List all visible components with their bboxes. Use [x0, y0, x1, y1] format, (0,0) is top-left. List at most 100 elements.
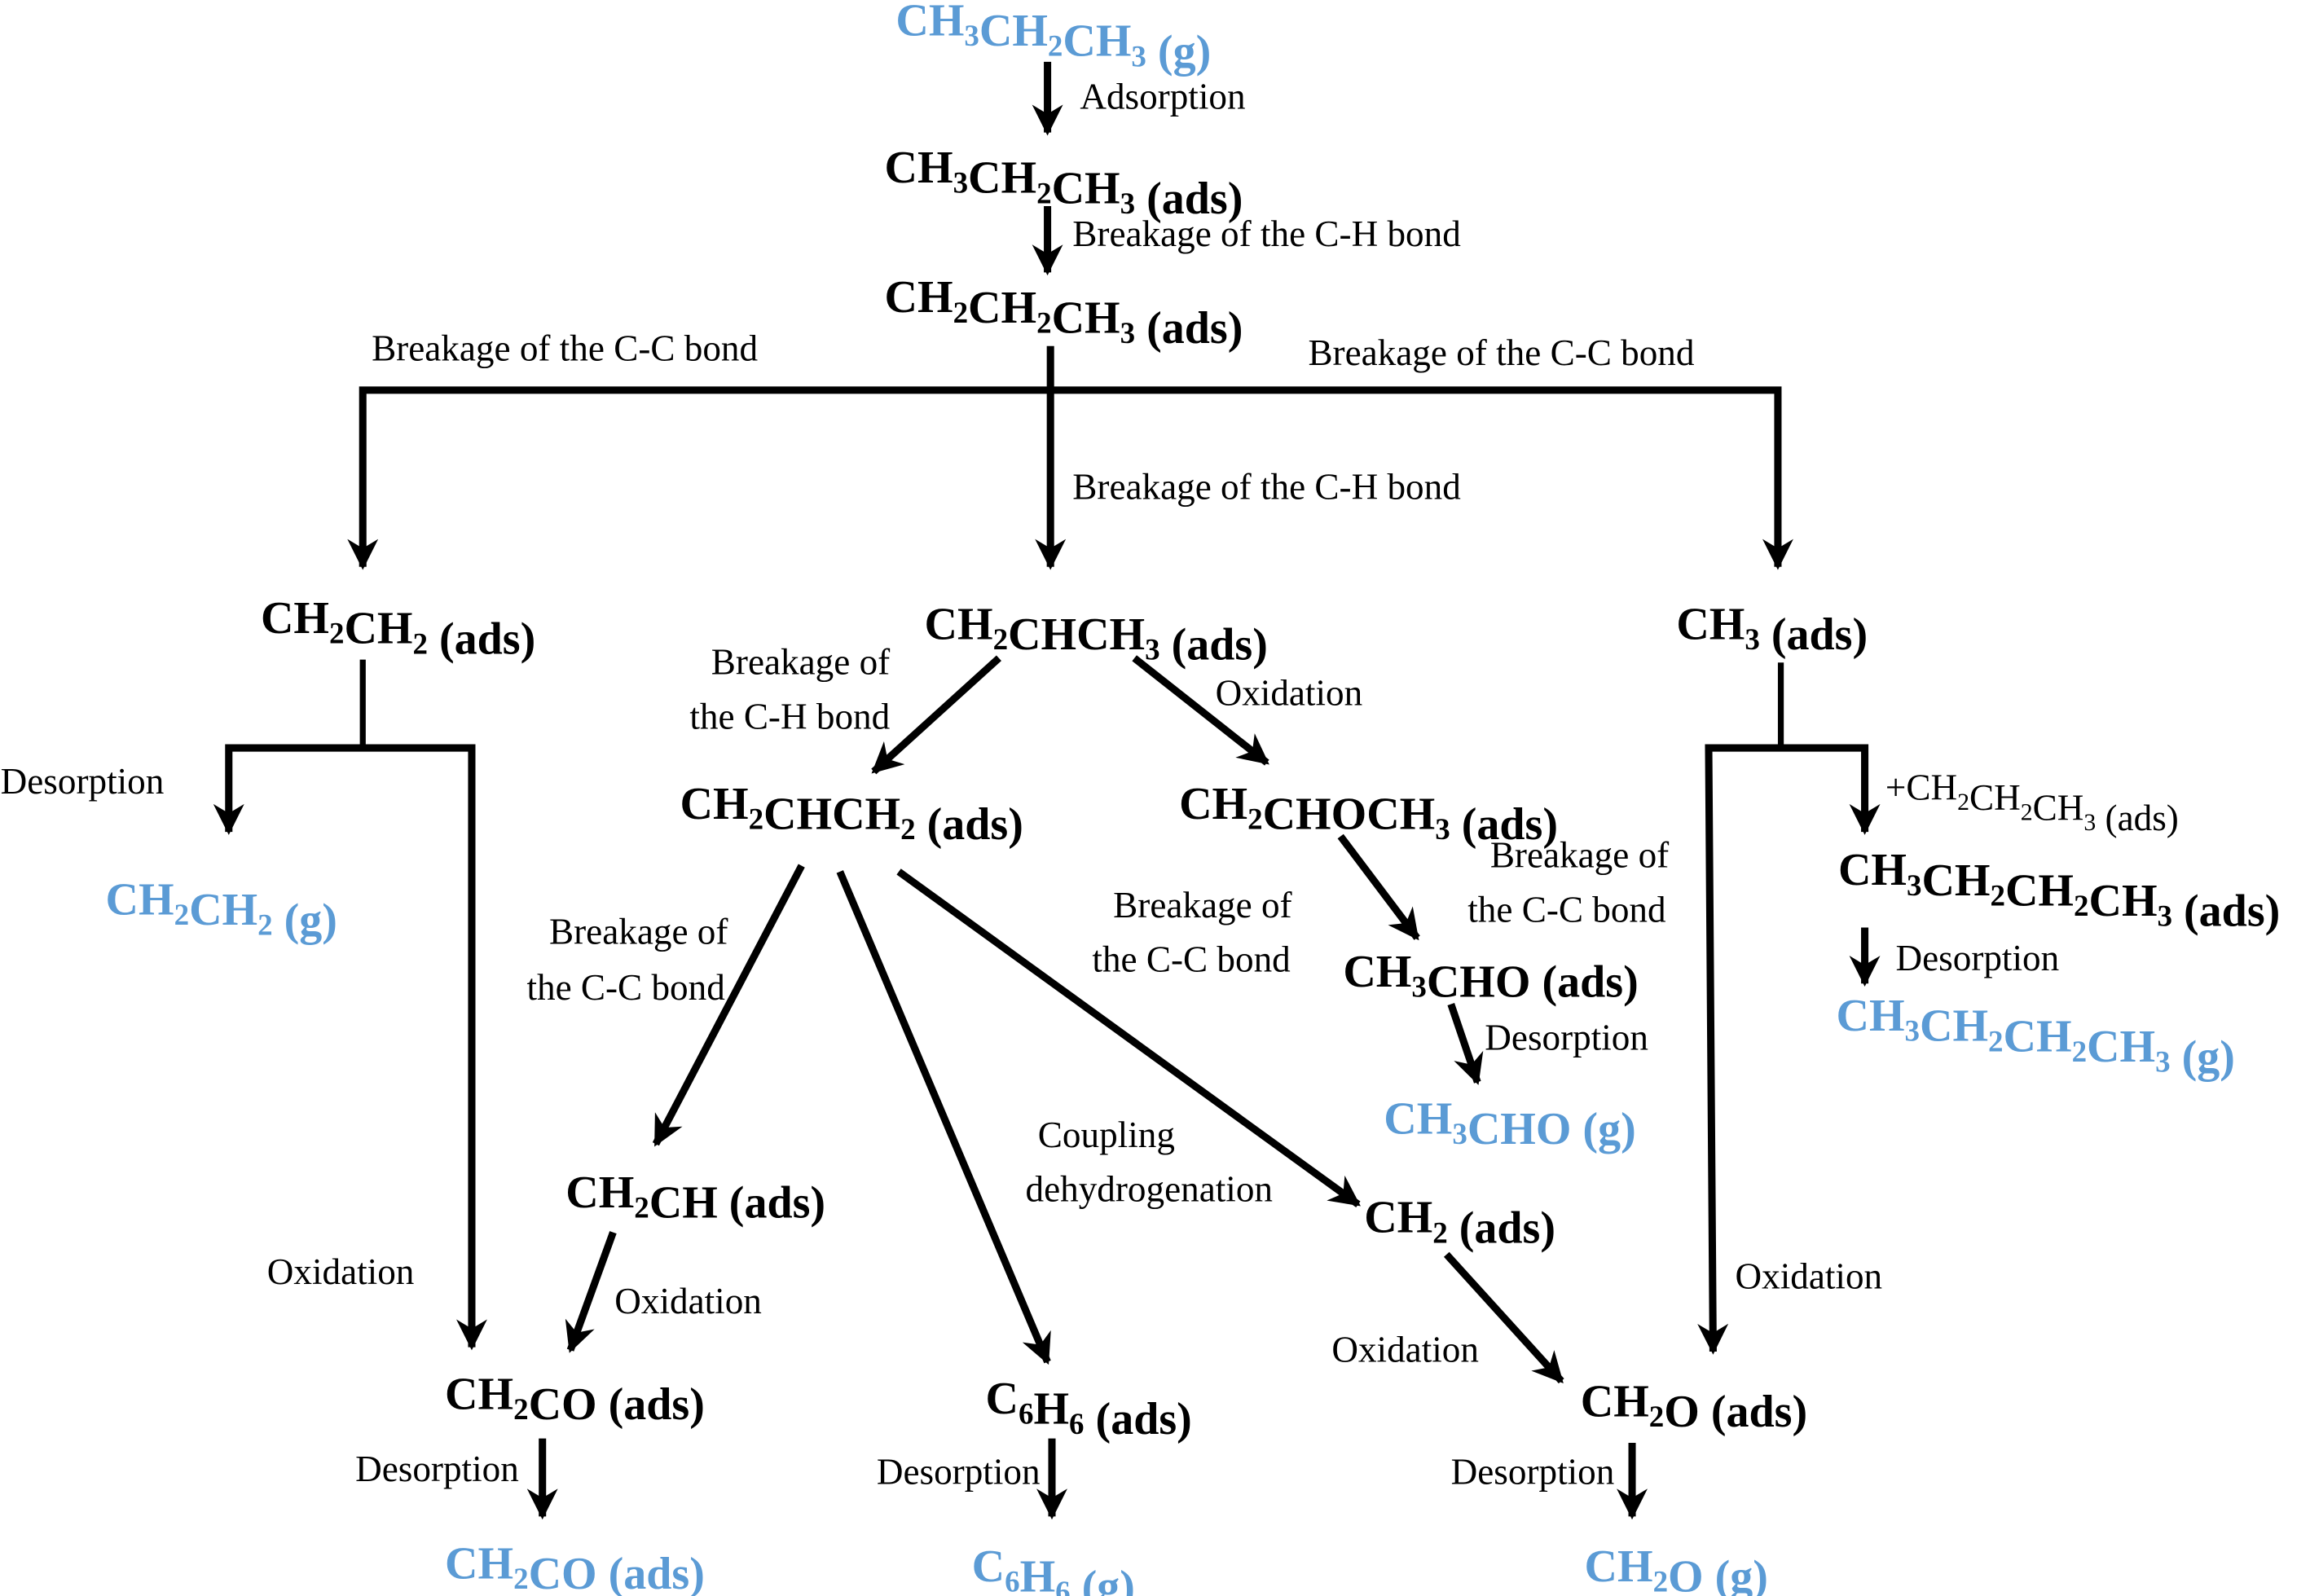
- formula-subscript: 2: [749, 802, 763, 835]
- species-vinyl-ads: CH2CH (ads): [565, 1167, 825, 1229]
- label-oxidation-propylene: Oxidation: [1216, 673, 1363, 714]
- species-layer: CH3CH2CH3 (g) CH3CH2CH3 (ads) CH2CH2CH3 …: [106, 0, 2281, 1596]
- arrow-allyl-to-benzene: [836, 870, 1051, 1365]
- species-ketene-ads: CH2CO (ads): [445, 1369, 705, 1430]
- formula-part: CH: [445, 1369, 513, 1419]
- arrow-allyl-to-vinyl: [652, 864, 805, 1147]
- formula-subscript: 3: [2155, 1045, 2170, 1079]
- label-ch-break-2: Breakage of the C-H bond: [1072, 467, 1461, 508]
- label-cc-break-right: Breakage of the C-C bond: [1308, 332, 1694, 373]
- formula-subscript: 3: [953, 166, 968, 200]
- arrow-vinyl-to-ketene: [565, 1231, 617, 1353]
- branch-methyl: [1697, 744, 1881, 1355]
- phase-suffix: (ads): [428, 613, 535, 664]
- formula-part: CH: [1063, 16, 1131, 67]
- formula-part: CH: [895, 0, 964, 46]
- species-butane-g: CH3CH2CH2CH3 (g): [1837, 991, 2235, 1083]
- label-ch-break-1: Breakage of the C-H bond: [1072, 213, 1461, 254]
- formula-part: CO: [529, 1379, 597, 1430]
- formula-subscript: 2: [1036, 306, 1051, 339]
- branch-bar-cc: [347, 386, 1793, 570]
- phase-suffix: (ads): [1700, 1387, 1807, 1437]
- species-benzene-ads: C6H6 (ads): [986, 1374, 1192, 1444]
- phase-suffix: (ads): [2172, 886, 2280, 937]
- formula-part: CH: [979, 6, 1048, 56]
- phase-suffix: (ads): [1135, 174, 1243, 224]
- formula-part: CH: [1920, 1001, 1988, 1052]
- label-adsorption: Adsorption: [1080, 77, 1245, 117]
- phase-suffix: (g): [1146, 26, 1211, 77]
- formula-part: CH: [189, 885, 257, 935]
- formula-part: CH: [261, 593, 329, 644]
- formula-part: O: [1664, 1387, 1700, 1437]
- phase-suffix: (g): [2171, 1032, 2235, 1083]
- formula-part: CHCH: [1008, 609, 1145, 660]
- formula-subscript: 2: [900, 812, 915, 846]
- label-desorption-ethylene: Desorption: [1, 761, 165, 802]
- label-cc-break-allyl-right-b: the C-C bond: [1092, 939, 1291, 980]
- branch-ethylene: [213, 744, 487, 1351]
- formula-subscript: 2: [953, 296, 968, 329]
- formula-subscript: 2: [634, 1191, 649, 1224]
- formula-subscript: 2: [2074, 889, 2088, 922]
- phase-suffix: (g): [1071, 1562, 1135, 1596]
- formula-part: CHCH: [763, 789, 900, 839]
- formula-part: CHO: [1467, 1104, 1572, 1154]
- formula-subscript: 2: [1988, 1024, 2003, 1057]
- formula-subscript: 2: [1247, 802, 1262, 835]
- formula-subscript: 2: [1990, 878, 2004, 912]
- label-desorption-butane: Desorption: [1896, 938, 2060, 978]
- phase-suffix: (ads): [718, 1178, 825, 1229]
- species-ethylene-g: CH2CH2 (g): [106, 874, 337, 945]
- label-cc-break-allyl-right-a: Breakage of: [1113, 885, 1292, 926]
- formula-part: CH: [344, 604, 412, 654]
- formula-subscript: 2: [1649, 1400, 1664, 1433]
- species-ethylene-ads: CH2CH2 (ads): [261, 593, 535, 664]
- formula-part: C: [972, 1541, 1005, 1592]
- formula-part: CH: [2088, 876, 2157, 926]
- formula-subscript: 3: [2158, 899, 2172, 933]
- arrow-propylene-to-allyl: [871, 655, 1001, 775]
- label-cc-break-allyl-left-a: Breakage of: [549, 911, 728, 952]
- formula-part: CH: [2087, 1022, 2155, 1072]
- formula-subscript: 3: [2083, 809, 2096, 836]
- label-cc-break-ether-b: the C-C bond: [1467, 889, 1666, 930]
- phase-suffix: (ads): [1135, 303, 1243, 354]
- formula-subscript: 6: [1005, 1565, 1019, 1596]
- formula-part: H: [1020, 1552, 1056, 1596]
- formula-subscript: 2: [1432, 1216, 1447, 1249]
- label-cc-break-ether-a: Breakage of: [1490, 834, 1670, 875]
- phase-suffix: (ads): [1085, 1394, 1192, 1444]
- formula-part: CH: [1052, 163, 1120, 213]
- formula-subscript: 2: [174, 898, 189, 931]
- species-formaldehyde-g: CH2O (g): [1585, 1541, 1768, 1596]
- species-propane-g: CH3CH2CH3 (g): [895, 0, 1211, 77]
- label-cc-break-left: Breakage of the C-C bond: [372, 328, 758, 369]
- label-ch-break-3b: the C-H bond: [689, 697, 890, 737]
- species-benzene-g: C6H6 (g): [972, 1541, 1135, 1596]
- label-desorption-acetaldehyde: Desorption: [1485, 1018, 1648, 1058]
- phase-suffix: (ads): [1160, 620, 1268, 670]
- formula-part: CH: [2005, 865, 2074, 916]
- arrow-ether-to-acetaldehyde: [1337, 833, 1420, 941]
- species-methyl-ads: CH3 (ads): [1676, 599, 1868, 660]
- formula-part: H: [1033, 1384, 1069, 1435]
- species-ketene-final: CH2CO (ads): [445, 1538, 705, 1596]
- phase-suffix: (g): [273, 895, 337, 946]
- connectors: [213, 61, 1881, 1520]
- phase-suffix: (ads): [1448, 1202, 1555, 1253]
- label-oxidation-vinyl: Oxidation: [614, 1281, 762, 1321]
- species-propane-ads: CH3CH2CH3 (ads): [885, 143, 1243, 224]
- formula-subscript: 2: [993, 622, 1008, 656]
- formula-subscript: 3: [1907, 868, 1921, 902]
- species-formaldehyde-ads: CH2O (ads): [1581, 1377, 1807, 1438]
- formula-subscript: 2: [1036, 176, 1051, 209]
- formula-subscript: 2: [2021, 799, 2033, 826]
- formula-part: CH: [885, 143, 953, 193]
- label-cc-break-allyl-left-b: the C-C bond: [526, 967, 725, 1008]
- species-acetaldehyde-g: CH3CHO (g): [1384, 1094, 1635, 1155]
- formula-subscript: 3: [1435, 812, 1450, 846]
- formula-part: CH: [1837, 991, 1905, 1041]
- formula-part: CH: [2033, 788, 2084, 829]
- phase-suffix: (ads): [1760, 609, 1868, 660]
